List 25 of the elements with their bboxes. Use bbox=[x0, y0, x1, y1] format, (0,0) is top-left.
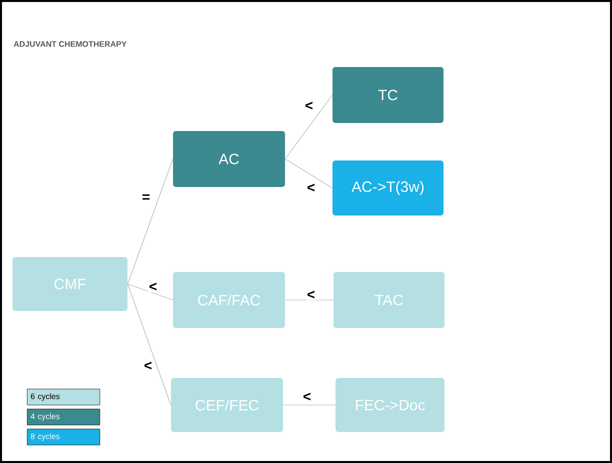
comparison-sign: < bbox=[306, 182, 316, 194]
comparison-sign: < bbox=[148, 282, 158, 292]
comparison-sign: < bbox=[142, 360, 154, 372]
legend-entry: 8 cycles bbox=[27, 428, 100, 446]
legend-entry: 6 cycles bbox=[27, 388, 100, 406]
regimen-box: AC bbox=[173, 131, 285, 187]
connector-line bbox=[127, 284, 172, 406]
comparison-sign: = bbox=[140, 193, 152, 203]
regimen-box: AC->T(3w) bbox=[332, 160, 444, 216]
regimen-box: TAC bbox=[334, 272, 444, 328]
regimen-box: FEC->Doc bbox=[336, 378, 444, 432]
heading: ADJUVANT CHEMOTHERAPY bbox=[14, 41, 127, 47]
connector-line bbox=[284, 158, 333, 188]
regimen-box: CAF/FAC bbox=[173, 272, 285, 328]
connector-line bbox=[127, 158, 174, 284]
connector-line bbox=[282, 404, 336, 406]
comparison-sign: < bbox=[302, 392, 312, 402]
connector-line bbox=[284, 94, 333, 160]
comparison-sign: < bbox=[306, 290, 316, 300]
regimen-box: CMF bbox=[12, 257, 128, 311]
comparison-sign: < bbox=[304, 100, 314, 112]
regimen-box: CEF/FEC bbox=[171, 378, 283, 432]
regimen-box: TC bbox=[332, 67, 444, 123]
legend-entry: 4 cycles bbox=[27, 408, 100, 426]
connector-line bbox=[127, 284, 174, 300]
